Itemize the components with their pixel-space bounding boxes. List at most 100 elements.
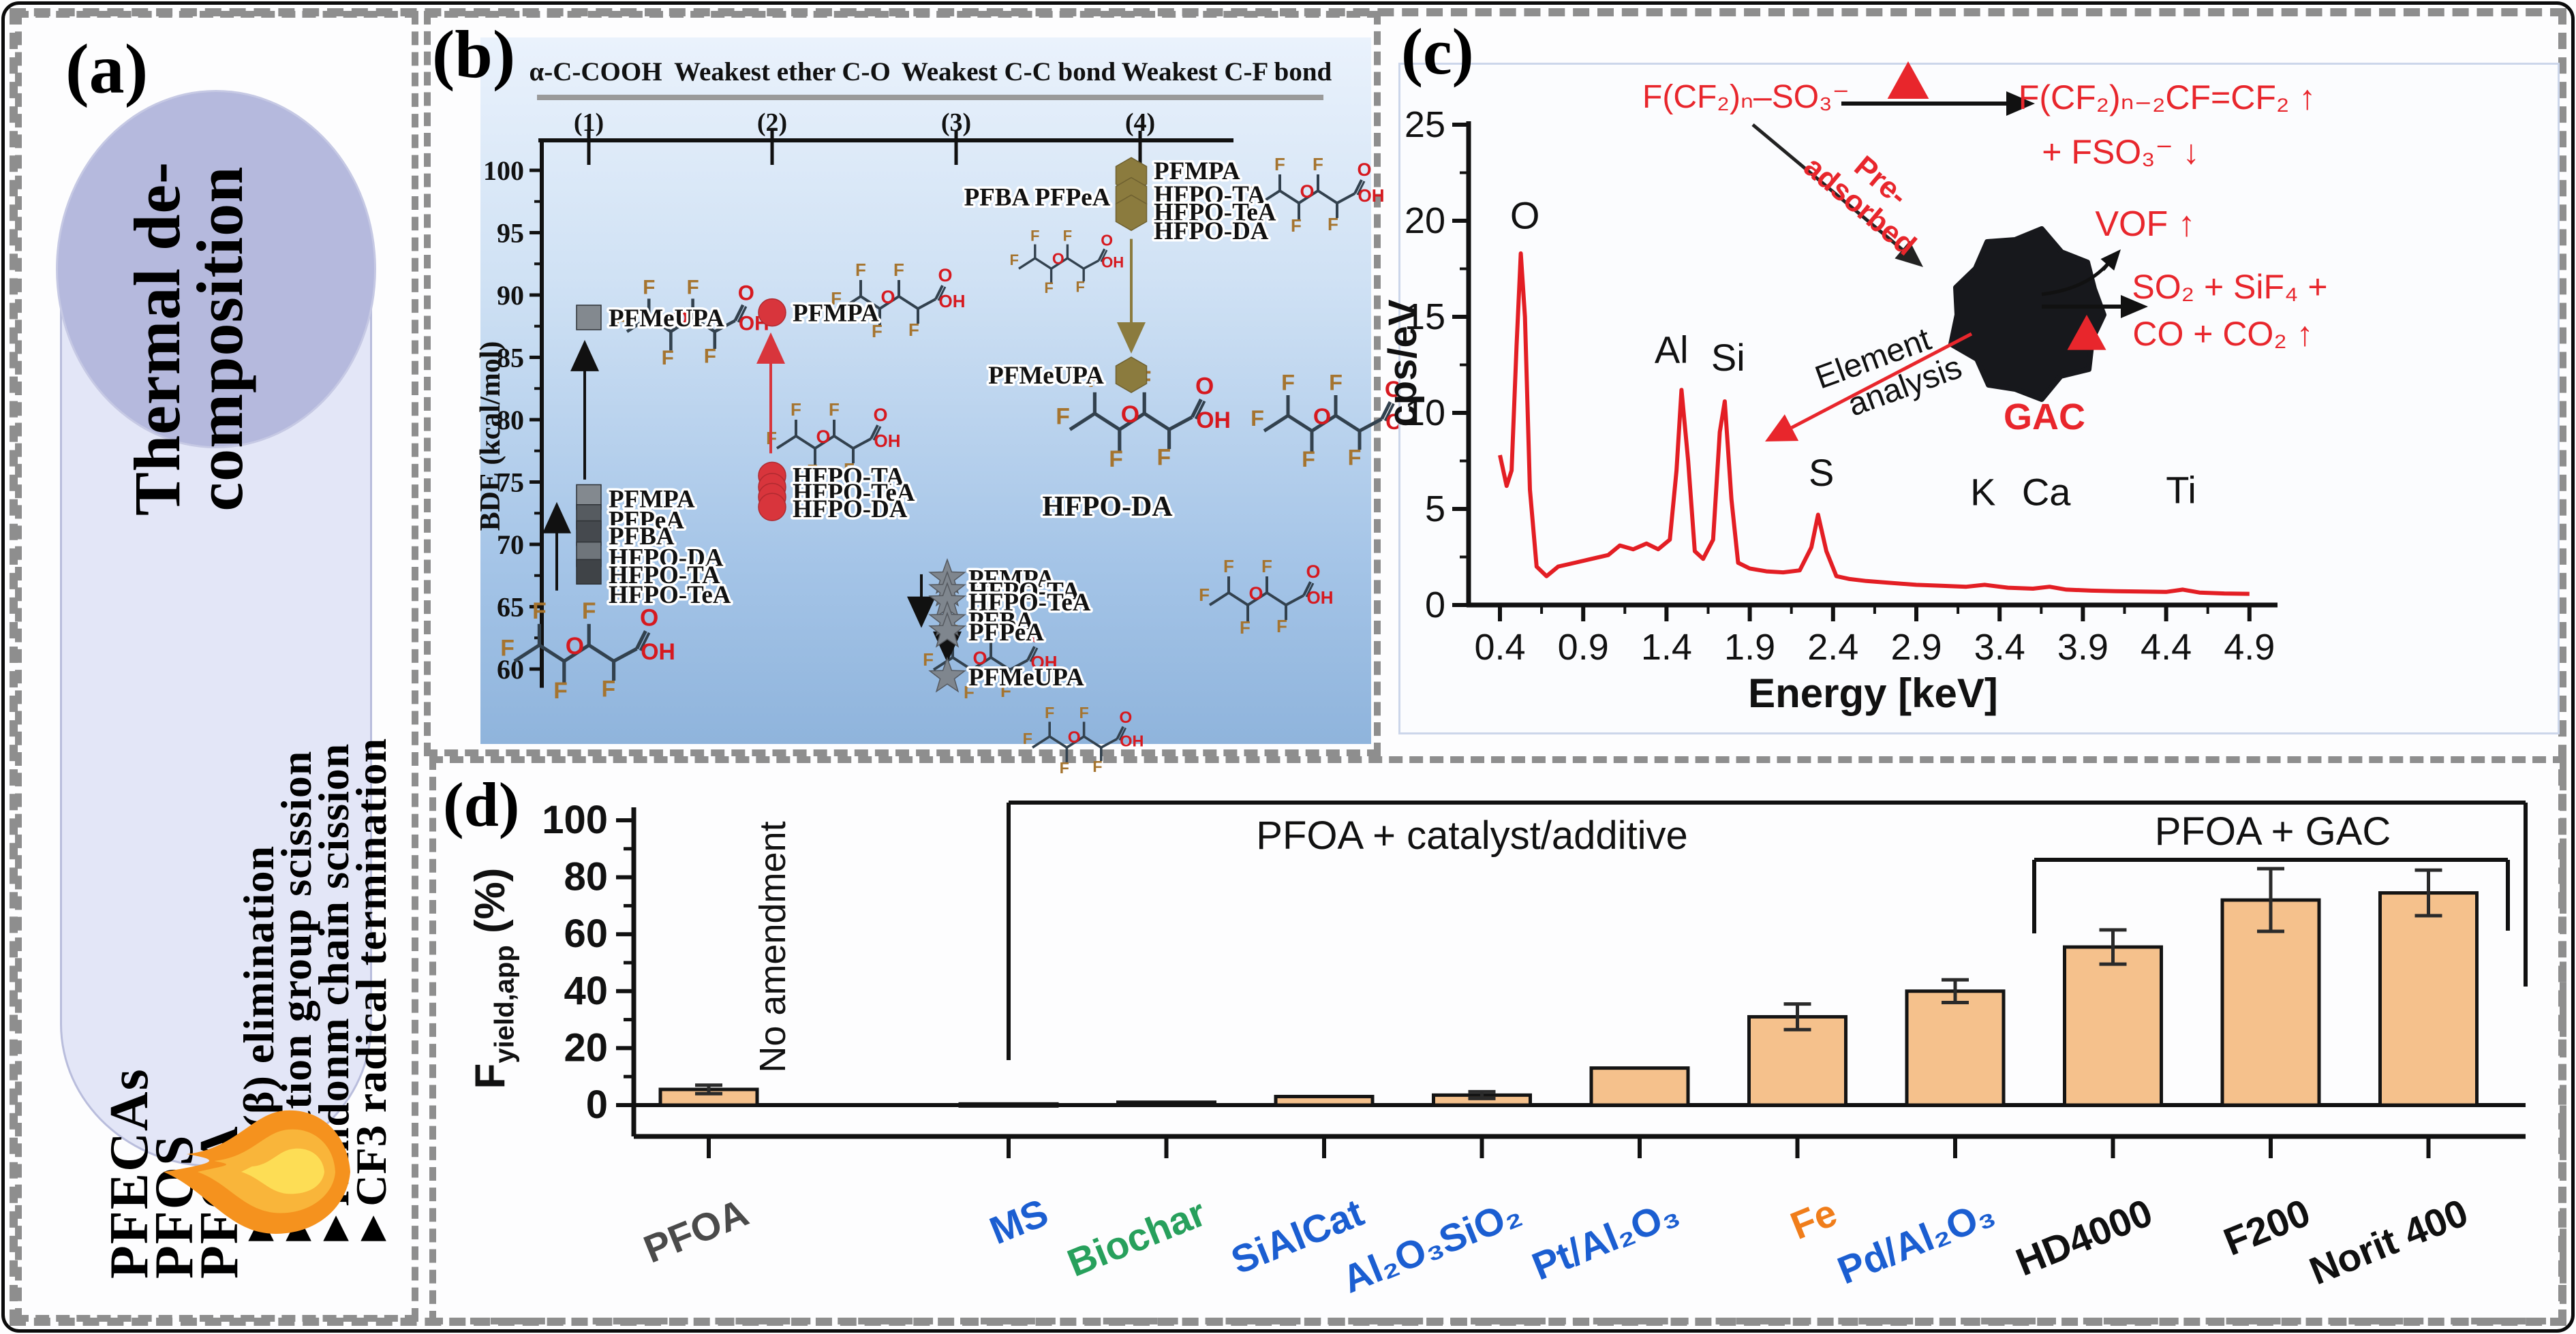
atom-O: O (972, 648, 987, 668)
acid-pfecas: PFECAs (99, 1068, 159, 1279)
atom-O: O (1119, 709, 1132, 727)
atom-O: O (938, 265, 952, 285)
pyrolysis-arrow-head (2121, 295, 2148, 318)
atom-F: F (829, 399, 840, 420)
y-tick-label: 10 (1405, 392, 1445, 433)
atom-F: F (1092, 758, 1102, 775)
atom-F: F (1023, 730, 1032, 747)
compound-label: HFPO-TeA (793, 479, 915, 507)
compound-label: HFPO-TA (968, 578, 1080, 606)
atom-F: F (985, 621, 996, 641)
pre-adsorbed-arrow (1751, 123, 1903, 251)
energy-axis-label: Energy [keV] (1748, 670, 1998, 716)
atom-F: F (1109, 446, 1123, 472)
element-peak-label: S (1809, 451, 1834, 494)
y-tick-label: 0 (1425, 585, 1445, 625)
element-peak-label: Ti (2166, 469, 2196, 512)
atom-O: O (1052, 250, 1064, 268)
compound-label: HFPO-TA (1154, 181, 1266, 209)
trend-arrow-1-head (542, 501, 571, 533)
atom-F: F (1281, 371, 1295, 395)
bracket-gac-label: PFOA + GAC (2155, 809, 2391, 854)
trend-arrow-0-head (570, 339, 599, 371)
atom-F: F (1030, 228, 1040, 245)
compound-label: PFBA (968, 608, 1034, 636)
compound-label: PFMeUPA (968, 664, 1084, 692)
atom-F: F (1328, 214, 1338, 234)
gac-label: GAC (2004, 397, 2085, 437)
atom-F: F (1348, 446, 1362, 470)
category-label-MS: MS (984, 1191, 1054, 1253)
atom-O: O (1300, 181, 1314, 202)
atom-OH: OH (874, 431, 901, 451)
marker-extra (758, 493, 786, 521)
atom-F: F (1199, 585, 1210, 605)
x-tick-label: 3.4 (1974, 627, 2025, 668)
atom-F: F (1223, 556, 1234, 576)
x-tick-label: 2.4 (1807, 627, 1858, 668)
compound-label: PFMPA (793, 300, 879, 328)
y-tick-label: 90 (497, 280, 524, 311)
atom-F: F (1156, 444, 1171, 470)
element-peak-label: O (1510, 193, 1540, 236)
atom-F: F (1075, 278, 1085, 295)
panel-c-inner-box (1398, 63, 2560, 734)
y-tick-label: 100 (542, 798, 608, 842)
element-analysis-arrow (1790, 332, 1973, 429)
compound-label: HFPO-TeA (609, 581, 731, 609)
compound-label: HFPO-TA (793, 463, 904, 491)
atom-F: F (1250, 183, 1261, 203)
atom-OH: OH (1307, 587, 1334, 608)
atom-F: F (1088, 367, 1102, 392)
atom-OH: OH (641, 639, 675, 665)
x-tick-label: 2.9 (1890, 627, 1942, 668)
marker-PFMPA (758, 298, 786, 327)
atom-F: F (807, 461, 818, 481)
compound-label: PFPeA (968, 619, 1044, 647)
y-tick-label: 95 (497, 218, 524, 249)
atom-F: F (831, 288, 842, 309)
atom-F: F (532, 598, 547, 624)
category-label-Biochar: Biochar (1062, 1191, 1212, 1286)
atom-O: O (1068, 728, 1081, 747)
atom-F: F (855, 260, 866, 280)
cylinder-top-ellipse (56, 90, 376, 448)
atom-O: O (1306, 561, 1320, 582)
compound-label: HFPO-DA (609, 544, 724, 572)
y-tick-label: 100 (483, 155, 524, 186)
compound-label: HFPO-TA (609, 561, 720, 589)
atom-F: F (1261, 556, 1272, 576)
atom-F: F (686, 277, 699, 299)
bar-MS (958, 1102, 1059, 1108)
y-tick-label: 20 (564, 1025, 608, 1070)
group-annotation: PFBA PFPeA (964, 183, 1111, 211)
atom-F: F (662, 347, 674, 369)
category-label-Pt/Al₂O₃: Pt/Al₂O₃ (1526, 1191, 1685, 1289)
compound-label: HFPO-TeA (1154, 198, 1276, 226)
y-tick-label: 0 (586, 1083, 608, 1127)
compound-label: HFPO-DA (793, 495, 908, 523)
bar-Biochar (1116, 1100, 1216, 1107)
no-amendment-label: No amendment (752, 821, 793, 1072)
bar-F200 (2220, 898, 2321, 1107)
trend-arrow-2-head (756, 332, 785, 364)
trend-arrow-3-head (907, 596, 936, 628)
atom-O: O (1248, 583, 1263, 604)
atom-F: F (500, 636, 515, 662)
x-tick-label: 1.9 (1724, 627, 1775, 668)
element-peak-label: Ca (2022, 470, 2071, 513)
compound-label: PFMeUPA (609, 305, 724, 332)
atom-F: F (1302, 447, 1315, 471)
atom-O: O (1030, 626, 1044, 647)
atom-OH: OH (1196, 407, 1231, 433)
y-tick-label: 25 (1405, 104, 1445, 145)
bond-class-header: Weakest ether C-O (674, 57, 891, 87)
atom-O: O (1101, 231, 1113, 249)
